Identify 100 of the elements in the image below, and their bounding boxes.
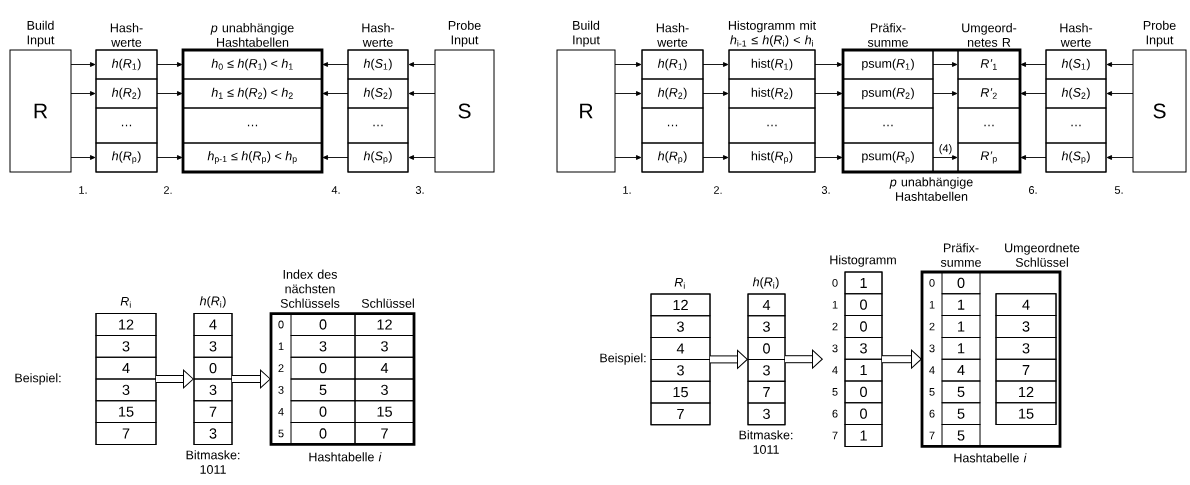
arrow [322, 91, 349, 96]
column-heading: p unabhängige Hashtabellen [210, 23, 294, 47]
arrow [1106, 91, 1134, 96]
column-heading: Hash- werte [656, 23, 689, 47]
column-heading: Histogramm [830, 255, 896, 267]
column-heading: Umgeordnete Schlüssel [1005, 243, 1080, 267]
table-cell: … [347, 107, 409, 144]
row-index: 4 [278, 407, 284, 416]
row-index: 5 [929, 388, 935, 396]
row-index: 0 [929, 279, 935, 287]
row-index: 1 [278, 342, 284, 351]
table-cell: R’$_{1}$ [957, 49, 1021, 80]
table-cell: 7 [95, 422, 157, 445]
table-cell: 1 [844, 271, 883, 295]
table-cell: … [728, 107, 816, 144]
input-box: S [1132, 49, 1187, 173]
arrow [156, 91, 183, 96]
table-cell: 3 [650, 358, 711, 382]
row-index: 0 [278, 320, 284, 329]
table-cell: … [95, 107, 158, 144]
table-cell: 0 [844, 315, 883, 338]
table-cell: 4 [941, 358, 981, 382]
arrow [70, 155, 96, 160]
row-index: 2 [278, 364, 284, 372]
row-index: 3 [832, 344, 838, 353]
table-cell: 4 [747, 293, 786, 317]
arrow [702, 155, 729, 160]
block-arrow [156, 369, 194, 389]
table-cell: 0 [844, 402, 883, 426]
table-cell: h(S$_{2}$) [347, 78, 409, 109]
table-cell: 5 [290, 378, 356, 402]
arrow [408, 62, 436, 67]
table-cell: 15 [995, 402, 1057, 426]
table-cell: h(S$_{2}$) [1045, 78, 1107, 109]
node-label: Hashtabelle i [309, 452, 382, 462]
table-cell: R’$_{p}$ [957, 142, 1021, 173]
arrow [408, 91, 436, 96]
table-cell: h(R$_{1}$) [641, 49, 704, 80]
arrow [814, 155, 843, 160]
table-cell: 3 [95, 378, 157, 402]
table-cell: 7 [995, 358, 1057, 382]
table-cell: 4 [354, 356, 415, 380]
table-cell: h(R$_{2}$) [95, 78, 158, 109]
arrow [322, 62, 349, 67]
column-heading: Umgeord- netes R [962, 23, 1017, 47]
row-index: 7 [929, 431, 935, 440]
table-cell: 15 [354, 400, 415, 424]
arrow [1020, 62, 1047, 67]
table-cell: 15 [95, 400, 157, 424]
table-cell: 3 [747, 402, 786, 426]
table-cell: 1 [941, 315, 981, 338]
table-cell: 3 [650, 315, 711, 339]
table-cell: … [1045, 107, 1107, 144]
block-arrow [785, 349, 823, 369]
column-heading: R$_{i}$ [120, 297, 131, 308]
table-cell: … [641, 107, 704, 144]
arrow [814, 91, 843, 96]
block-arrow [882, 349, 922, 369]
table-cell: h(R$_{p}$) [641, 142, 704, 173]
arrow [814, 62, 843, 67]
row-index: 2 [832, 322, 838, 331]
arrow [702, 91, 729, 96]
row-index: 5 [832, 388, 838, 396]
table-cell: hist(R$_{1}$) [728, 49, 816, 80]
arrow [156, 155, 183, 160]
table-cell: 12 [95, 313, 157, 336]
table-cell: 0 [193, 356, 233, 380]
row-index: 5 [278, 429, 284, 438]
table-cell: 0 [290, 313, 356, 336]
arrow [1020, 155, 1047, 160]
table-cell: 3 [747, 315, 786, 339]
table-cell: 7 [193, 400, 233, 424]
row-index: 1 [929, 300, 935, 309]
table-cell: R’$_{2}$ [957, 78, 1021, 109]
column-heading: Histogramm mit h$_{i-1}$ ≤ h(R$_{i}$) < h$_{i}$ [728, 20, 816, 47]
arrow [1106, 155, 1134, 160]
table-cell: 7 [747, 380, 786, 404]
arrow [614, 91, 642, 96]
table-cell: 0 [290, 356, 356, 380]
step-number: 4. [331, 186, 340, 194]
table-cell: 7 [354, 422, 415, 445]
edge-label: (4) [937, 143, 954, 156]
step-number: 3. [821, 186, 830, 194]
node-label: Bitmaske: 1011 [186, 450, 240, 474]
table-cell: 1 [941, 336, 981, 360]
column-heading: h(R$_{i}$) [199, 296, 226, 308]
table-cell: 3 [354, 378, 415, 402]
node-label: Bitmaske: 1011 [739, 430, 793, 454]
step-number: 5. [1114, 186, 1123, 194]
table-cell: h(R$_{p}$) [95, 142, 158, 173]
table-cell: 4 [193, 313, 233, 336]
table-cell: h$_{0}$ ≤ h(R$_{1}$) < h$_{1}$ [182, 49, 323, 80]
table-cell: 0 [941, 271, 981, 295]
table-cell: 3 [95, 334, 157, 358]
box-heading: Probe Input [1143, 20, 1176, 47]
row-index: 1 [832, 300, 838, 309]
column-heading: p unabhängige Hashtabellen [889, 177, 973, 201]
table-cell: h(S$_{p}$) [1045, 142, 1107, 173]
column-heading: h(R$_{i}$) [752, 277, 779, 289]
table-cell: 4 [650, 337, 711, 360]
